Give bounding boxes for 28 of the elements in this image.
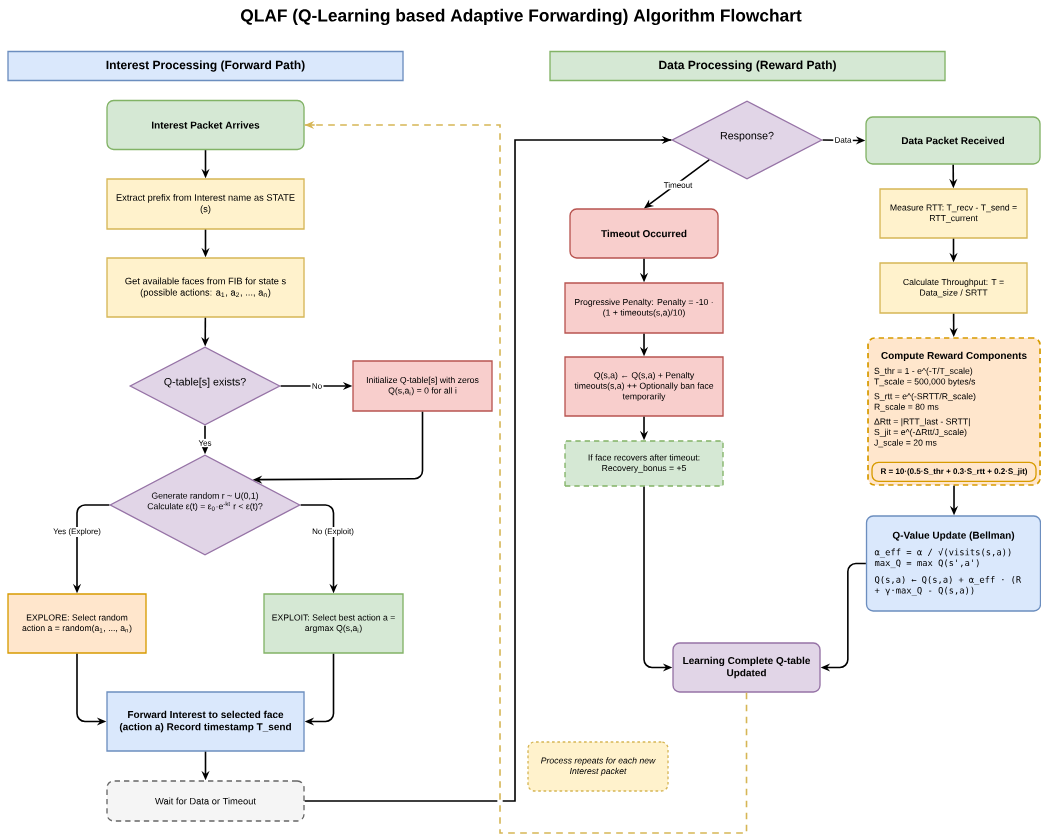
start-box: Interest Packet Arrives — [106, 99, 305, 151]
process-box: Extract prefix from Interest name as STATE (s) — [106, 178, 305, 230]
header-band: Data Processing (Reward Path) — [549, 50, 946, 82]
process-box: Initialize Q-table[s] with zeros Q(s,a$_{i}$) = 0 for all i — [352, 360, 493, 412]
note-box: Process repeats for each new Interest packet — [527, 741, 669, 792]
edge-label: Yes — [197, 438, 213, 448]
formula-box: R = 10·(0.5·S_thr + 0.3·S_rtt + 0.2·S_jit) — [871, 461, 1037, 483]
header-band: Interest Processing (Forward Path) — [7, 50, 404, 82]
process-box: Forward Interest to selected face (action a) Record timestamp T_send — [106, 691, 305, 752]
process-box: Calculate Throughput: T = Data_size / SRTT — [879, 262, 1028, 314]
process-box: Q(s,a) ← Q(s,a) + Penalty timeouts(s,a) ++ Optionally ban face temporarily — [564, 356, 724, 417]
wait-box: Wait for Data or Timeout — [106, 780, 305, 822]
edge-label: No (Exploit) — [310, 526, 356, 538]
end-box: Learning Complete Q-table Updated — [672, 642, 821, 693]
edge-label: Yes (Explore) — [51, 526, 103, 538]
process-box: Get available faces from FIB for state s (possible actions: a$_{1}$, a$_{2}$, ..., a$_{n}$) — [106, 257, 305, 318]
edge-label: Timeout — [662, 180, 694, 190]
process-box: Progressive Penalty: Penalty = -10 · (1 + timeouts(s,a)/10) — [564, 282, 724, 334]
process-box: EXPLORE: Select random action a = random(a$_{1}$, ..., a$_{n}$) — [7, 593, 147, 654]
process-box: If face recovers after timeout: Recovery_bonus = +5 — [564, 440, 724, 487]
process-box: Measure RTT: T_recv - T_send = RTT_current — [879, 188, 1028, 239]
update-panel: Q-Value Update (Bellman) α_eff = α / √(visits(s,a)) max_Q = max Q(s',a') Q(s,a) ← Q(s,a) + α_eff · (R + γ·max_Q - Q(s,a)) — [865, 515, 1041, 612]
edge-label: Data — [833, 135, 853, 145]
process-box: Data Packet Received — [865, 116, 1041, 165]
edge-label: No — [310, 381, 324, 391]
process-box: EXPLOIT: Select best action a = argmax Q(s,a$_{i}$) — [263, 593, 404, 654]
process-box: Timeout Occurred — [569, 208, 719, 259]
title: QLAF (Q-Learning based Adaptive Forwarding) Algorithm Flowchart — [241, 8, 802, 26]
